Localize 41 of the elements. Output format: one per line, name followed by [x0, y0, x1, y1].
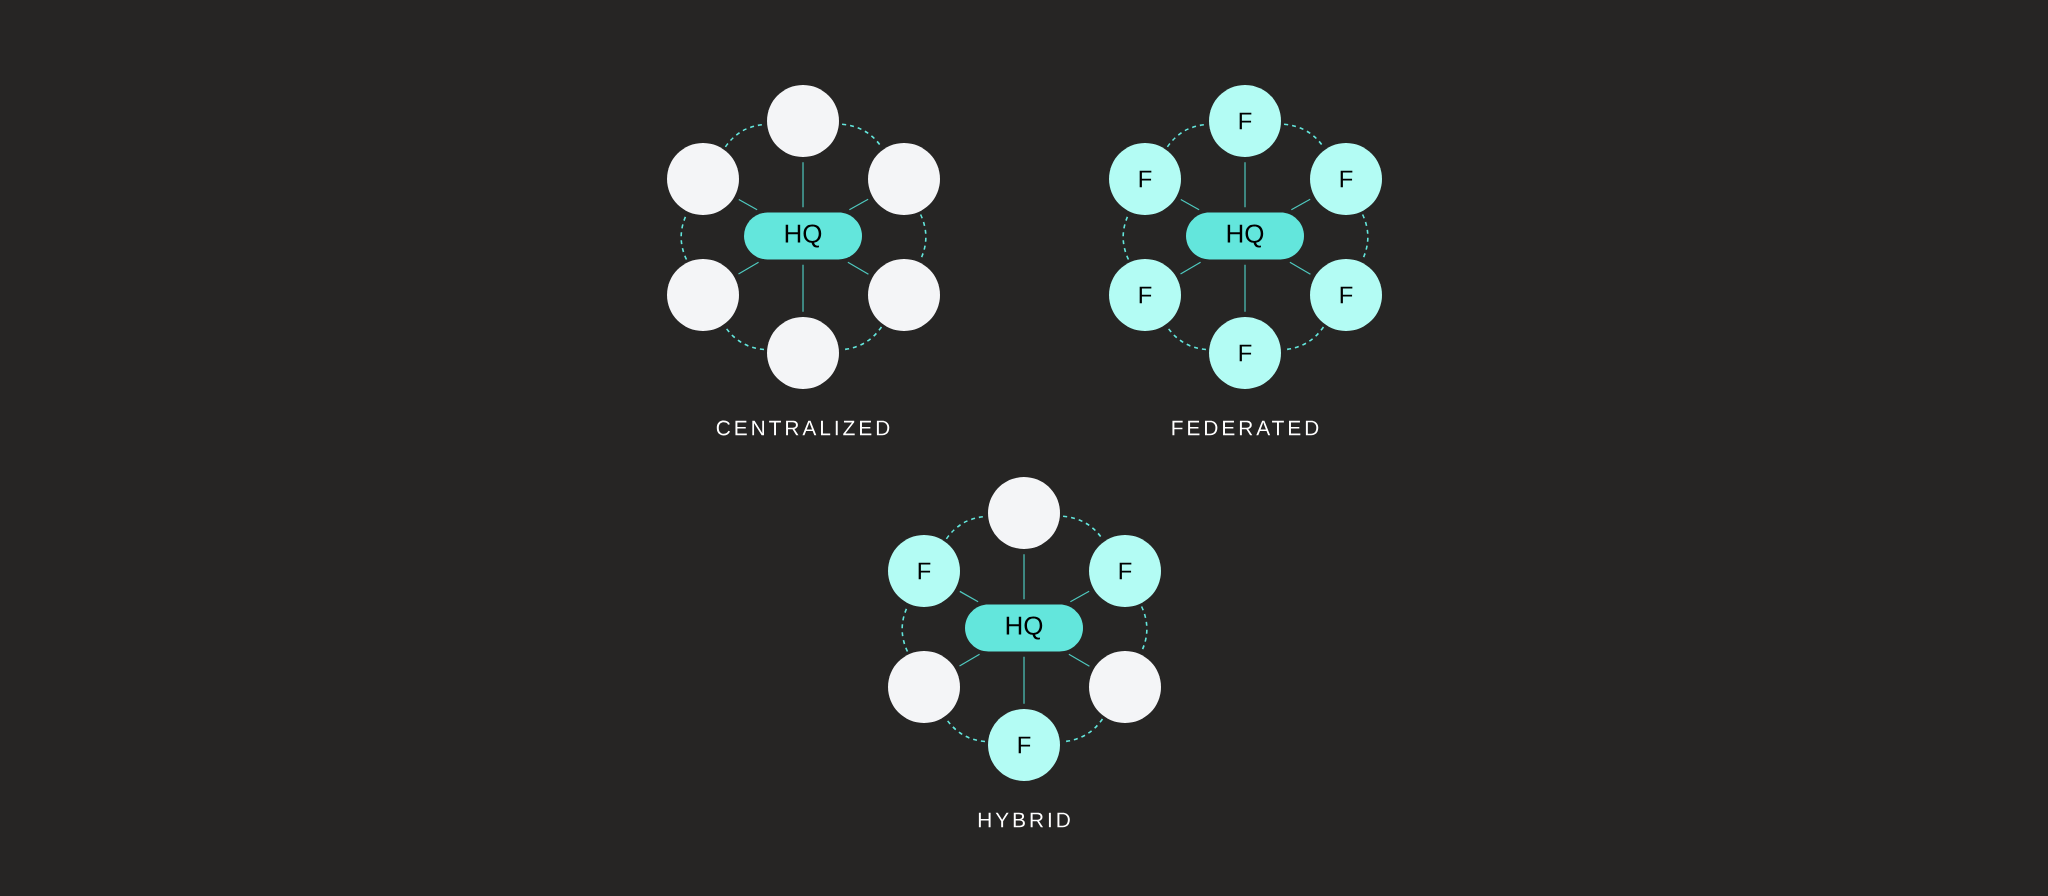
connector-line: [847, 261, 870, 275]
connector-line: [848, 198, 869, 211]
connector-line: [1179, 261, 1202, 275]
node-circle: [888, 651, 960, 723]
connector-line: [802, 264, 804, 313]
connector-line: [724, 123, 765, 148]
connector-line: [1023, 656, 1025, 705]
connector-line: [1166, 123, 1207, 148]
connector-line: [959, 590, 979, 603]
node-circle: [767, 317, 839, 389]
node-circle: [767, 85, 839, 157]
node-circle: [667, 143, 739, 215]
connector-line: [1062, 515, 1104, 540]
connector-line: [1068, 653, 1091, 667]
connector-line: [724, 326, 765, 351]
cluster-label: CENTRALIZED: [716, 420, 890, 436]
connector-line: [1166, 326, 1207, 351]
connector-line: [1180, 198, 1200, 211]
hub-pill: HQ: [1186, 212, 1304, 260]
connector-line: [1289, 261, 1312, 275]
hub-pill: HQ: [965, 604, 1083, 652]
connector-line: [1023, 553, 1025, 600]
cluster-label: HYBRID: [978, 812, 1070, 828]
cluster-label: FEDERATED: [1172, 420, 1319, 436]
node-circle: [1089, 651, 1161, 723]
connector-line: [1069, 590, 1090, 603]
connector-line: [841, 123, 883, 148]
connector-line: [1290, 198, 1311, 211]
connector-line: [737, 261, 760, 275]
connector-line: [945, 515, 986, 540]
connector-line: [1244, 161, 1246, 208]
node-circle: [868, 259, 940, 331]
connector-line: [945, 718, 986, 743]
connector-line: [1244, 264, 1246, 313]
connector-line: [802, 161, 804, 208]
connector-line: [1283, 123, 1325, 148]
node-circle: [988, 477, 1060, 549]
connector-line: [738, 198, 758, 211]
node-circle: [868, 143, 940, 215]
node-circle: [667, 259, 739, 331]
connector-line: [958, 653, 981, 667]
